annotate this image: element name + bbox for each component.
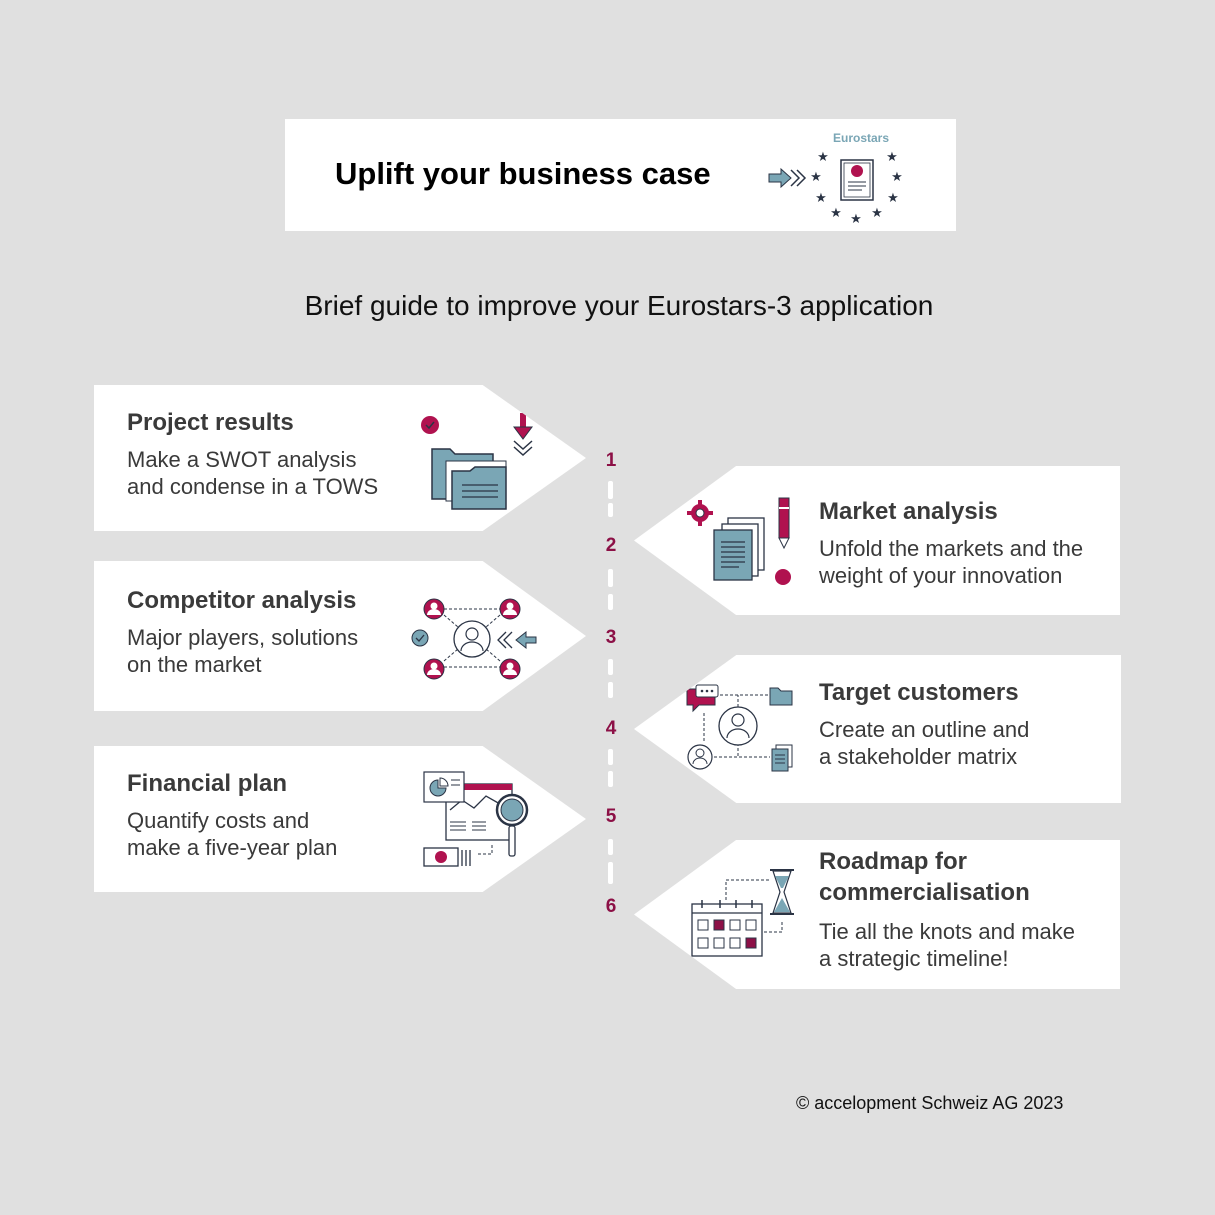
svg-text:★: ★ [886, 150, 898, 165]
step-number-6: 6 [605, 896, 617, 917]
step-description: Unfold the markets and the weight of you… [819, 536, 1084, 588]
timeline-dash [608, 862, 613, 884]
step-card-competitor-analysis: Competitor analysis Major players, solut… [94, 561, 586, 711]
step-number-4: 4 [605, 718, 617, 739]
calendar-hourglass-icon [691, 869, 794, 957]
step-description: Make a SWOT analysis and condense in a T… [127, 447, 379, 499]
timeline-dash [608, 659, 613, 675]
step-title: Financial plan [127, 770, 288, 797]
svg-text:★: ★ [817, 150, 829, 165]
step-title: Project results [127, 409, 294, 436]
folders-icon [421, 413, 533, 510]
svg-text:★: ★ [850, 212, 862, 227]
eurostars-logo: Eurostars ★ ★ ★ ★ ★ ★ ★ [767, 127, 907, 227]
logo-text: Eurostars [833, 131, 890, 145]
timeline-dash [608, 771, 613, 787]
network-people-icon [411, 598, 537, 680]
step-number-3: 3 [605, 627, 617, 648]
step-card-market-analysis: Market analysis Unfold the markets and t… [634, 466, 1120, 615]
timeline-dash [608, 481, 613, 499]
step-description: Create an outline and a stakeholder matr… [819, 717, 1030, 769]
step-title: Competitor analysis [127, 587, 357, 614]
step-number-5: 5 [605, 806, 617, 827]
step-description: Major players, solutions on the market [127, 625, 359, 677]
step-description: Tie all the knots and make a strategic t… [819, 919, 1075, 971]
step-description: Quantify costs and make a five-year plan [127, 808, 338, 860]
timeline-dash [608, 569, 613, 587]
header-banner: Uplift your business case Eurostars ★ ★ … [285, 119, 956, 231]
timeline-dash [608, 594, 613, 610]
step-card-roadmap: Roadmap for commercialisation Tie all th… [634, 840, 1120, 989]
svg-text:★: ★ [815, 191, 827, 206]
subtitle: Brief guide to improve your Eurostars-3 … [304, 290, 934, 321]
documents-pen-icon [687, 497, 791, 585]
eurostars-emblem-icon: ★ ★ ★ ★ ★ ★ ★ ★ ★ [768, 150, 903, 227]
svg-text:★: ★ [810, 170, 822, 185]
timeline-dash [608, 503, 613, 517]
page-title: Uplift your business case [335, 156, 711, 191]
step-number-1: 1 [605, 450, 617, 471]
copyright-footer: © accelopment Schweiz AG 2023 [796, 1093, 1064, 1113]
step-title: Market analysis [819, 498, 998, 525]
timeline-dash [608, 839, 613, 855]
step-title: Roadmap for commercialisation [819, 848, 1030, 906]
svg-text:★: ★ [891, 170, 903, 185]
svg-text:★: ★ [871, 206, 883, 221]
timeline-dash [608, 749, 613, 765]
stakeholder-map-icon [686, 684, 793, 772]
step-card-project-results: Project results Make a SWOT analysis and… [94, 385, 586, 531]
step-number-2: 2 [605, 535, 617, 556]
step-card-target-customers: Target customers Create an outline and a… [634, 655, 1121, 803]
svg-text:★: ★ [830, 206, 842, 221]
step-title: Target customers [819, 679, 1019, 706]
svg-text:★: ★ [887, 191, 899, 206]
financial-report-icon [423, 771, 529, 867]
step-card-financial-plan: Financial plan Quantify costs and make a… [94, 746, 586, 892]
timeline-dash [608, 682, 613, 698]
